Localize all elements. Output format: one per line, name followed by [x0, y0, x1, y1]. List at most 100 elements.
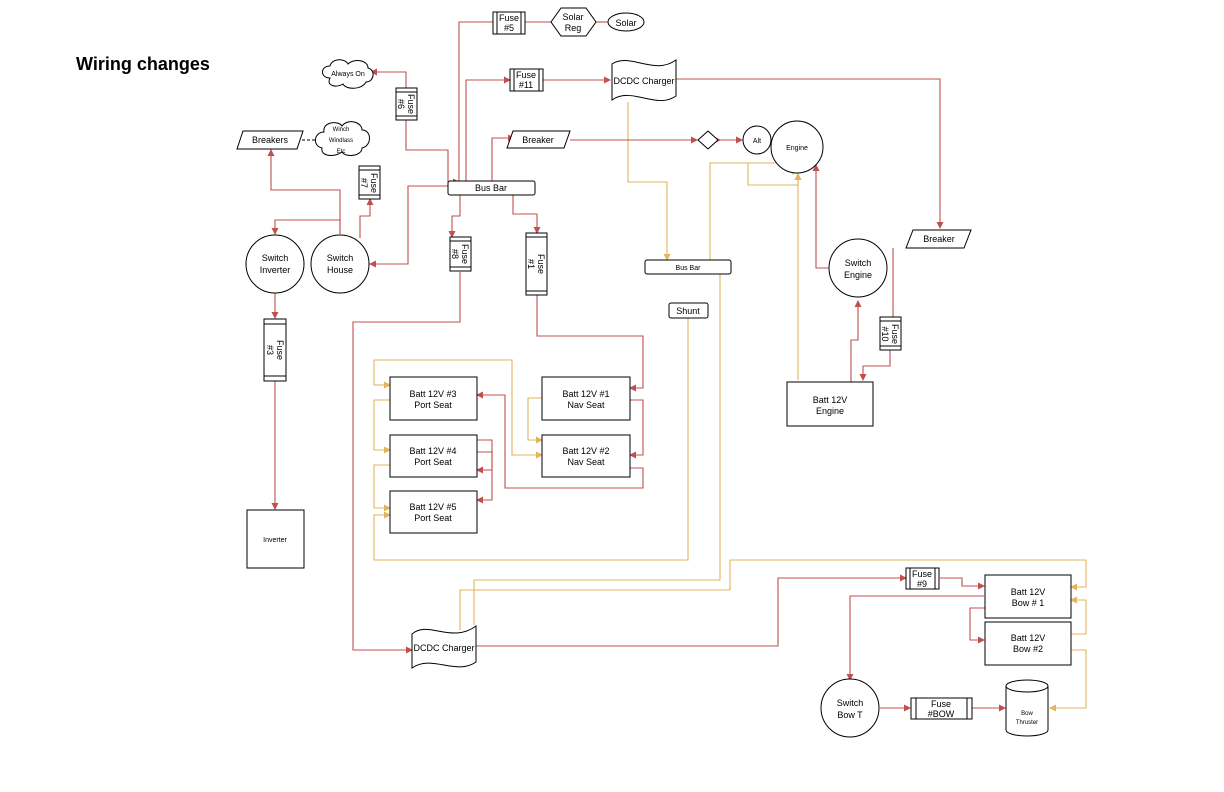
switch-engine-line2: Engine — [844, 270, 872, 280]
batt5-line2: Port Seat — [414, 513, 452, 523]
battery-3: Batt 12V #3 Port Seat — [389, 376, 478, 421]
switch-bow-line2: Bow T — [837, 710, 863, 720]
breaker-right: Breaker — [905, 229, 972, 249]
junction-diamond — [697, 130, 719, 150]
batt5-line1: Batt 12V #5 — [409, 502, 456, 512]
fuse-5-line2: #5 — [504, 23, 514, 33]
solar-label: Solar — [615, 18, 636, 28]
engine: Engine — [770, 120, 824, 174]
fuse-6-line2: #6 — [396, 99, 406, 109]
inverter: Inverter — [246, 509, 305, 569]
batt1-line2: Nav Seat — [567, 400, 605, 410]
switch-house-line2: House — [327, 265, 353, 275]
winch-line3: Etc — [337, 149, 346, 155]
battery-bow-2: Batt 12V Bow #2 — [984, 621, 1072, 666]
battery-bow-1: Batt 12V Bow # 1 — [984, 574, 1072, 619]
switch-inverter-line2: Inverter — [260, 265, 291, 275]
fuse-10: Fuse #10 — [879, 316, 902, 351]
alternator: Alt — [742, 125, 772, 155]
batt-bow1-line1: Batt 12V — [1011, 587, 1046, 597]
fuse-3-line1: Fuse — [275, 340, 285, 360]
bow-thruster: Bow Thruster — [1005, 679, 1049, 737]
fuse-8-line1: Fuse — [460, 244, 470, 264]
fuse-10-line1: Fuse — [890, 324, 900, 344]
fuse-9-line1: Fuse — [912, 569, 932, 579]
fuse-1-line2: #1 — [526, 259, 536, 269]
batt-bow2-line2: Bow #2 — [1013, 644, 1043, 654]
fuse-1: Fuse #1 — [525, 232, 548, 296]
fuse-6-line1: Fuse — [406, 94, 416, 114]
switch-house: Switch House — [310, 234, 370, 294]
breakers: Breakers — [236, 130, 304, 150]
dcdc-charger-bottom-label: DCDC Charger — [413, 643, 474, 653]
fuse-7-line2: #7 — [359, 178, 369, 188]
fuse-bow-line1: Fuse — [931, 699, 951, 709]
fuse-5-line1: Fuse — [499, 13, 519, 23]
bus-bar-mid: Bus Bar — [644, 259, 732, 275]
solar-reg-line2: Reg — [565, 23, 582, 33]
batt3-line1: Batt 12V #3 — [409, 389, 456, 399]
batt-engine-line2: Engine — [816, 406, 844, 416]
winch-line1: Winch — [333, 127, 350, 133]
always-on-label: Always On — [331, 71, 365, 78]
switch-house-line1: Switch — [327, 253, 354, 263]
dcdc-charger-bottom: DCDC Charger — [411, 625, 477, 669]
switch-bow-thruster: Switch Bow T — [820, 678, 880, 738]
batt-bow1-line2: Bow # 1 — [1012, 598, 1045, 608]
breakers-label: Breakers — [252, 135, 289, 145]
batt3-line2: Port Seat — [414, 400, 452, 410]
fuse-3-line2: #3 — [265, 345, 275, 355]
always-on-cloud: Always On — [322, 59, 374, 89]
fuse-7-line1: Fuse — [369, 173, 379, 193]
engine-label: Engine — [786, 145, 808, 152]
switch-engine: Switch Engine — [828, 238, 888, 298]
fuse-6: Fuse #6 — [395, 87, 418, 121]
fuse-bow: Fuse #BOW — [910, 697, 973, 720]
fuse-9: Fuse #9 — [905, 567, 940, 590]
fuse-11-line1: Fuse — [516, 70, 536, 80]
solar-reg-line1: Solar — [562, 12, 583, 22]
fuse-11: Fuse #11 — [509, 68, 544, 92]
bus-bar-top-label: Bus Bar — [475, 183, 507, 193]
negative-wires — [373, 102, 1087, 712]
switch-bow-line1: Switch — [837, 698, 864, 708]
fuse-1-line1: Fuse — [536, 254, 546, 274]
dcdc-charger-top-label: DCDC Charger — [613, 76, 674, 86]
dcdc-charger-top: DCDC Charger — [611, 59, 677, 101]
battery-engine: Batt 12V Engine — [786, 381, 874, 427]
fuse-9-line2: #9 — [917, 579, 927, 589]
switch-engine-line1: Switch — [845, 258, 872, 268]
bow-thruster-line2: Thruster — [1016, 720, 1038, 726]
battery-5: Batt 12V #5 Port Seat — [389, 490, 478, 534]
shunt: Shunt — [668, 302, 709, 319]
shunt-label: Shunt — [676, 306, 700, 316]
breaker-top-label: Breaker — [522, 135, 554, 145]
fuse-10-line2: #10 — [880, 326, 890, 341]
alt-label: Alt — [753, 138, 761, 145]
batt4-line2: Port Seat — [414, 457, 452, 467]
switch-inverter-line1: Switch — [262, 253, 289, 263]
batt-engine-line1: Batt 12V — [813, 395, 848, 405]
batt2-line2: Nav Seat — [567, 457, 605, 467]
bus-bar-mid-label: Bus Bar — [676, 265, 702, 272]
fuse-8-line2: #8 — [450, 249, 460, 259]
battery-4: Batt 12V #4 Port Seat — [389, 434, 478, 478]
batt4-line1: Batt 12V #4 — [409, 446, 456, 456]
fuse-5: Fuse #5 — [492, 11, 526, 35]
battery-2: Batt 12V #2 Nav Seat — [541, 434, 631, 478]
diagram-title: Wiring changes — [76, 54, 210, 74]
fuse-8: Fuse #8 — [449, 236, 472, 272]
positive-wires — [267, 18, 1006, 712]
fuse-bow-line2: #BOW — [928, 709, 955, 719]
winch-windlass-cloud: Winch Windlass Etc — [315, 121, 370, 156]
batt2-line1: Batt 12V #2 — [562, 446, 609, 456]
batt-bow2-line1: Batt 12V — [1011, 633, 1046, 643]
fuse-11-line2: #11 — [519, 80, 533, 90]
solar-panel: Solar — [607, 12, 645, 32]
bow-thruster-line1: Bow — [1021, 711, 1033, 717]
breaker-right-label: Breaker — [923, 234, 955, 244]
winch-line2: Windlass — [329, 138, 353, 144]
batt1-line1: Batt 12V #1 — [562, 389, 609, 399]
bus-bar-top: Bus Bar — [447, 180, 536, 196]
